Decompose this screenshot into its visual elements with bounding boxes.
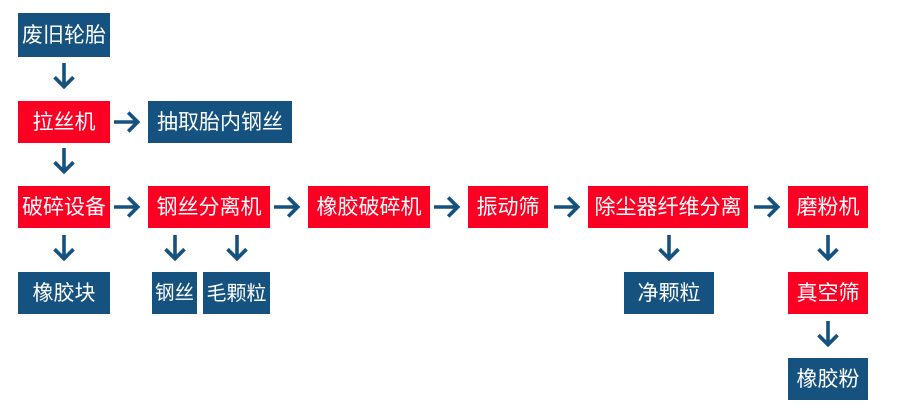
flow-node-hairy-granule[interactable]: 毛颗粒	[203, 272, 270, 314]
flow-node-steel-wire[interactable]: 钢丝	[152, 272, 197, 314]
flow-node-rubber-crusher[interactable]: 橡胶破碎机	[308, 186, 430, 228]
flow-node-waste-tire[interactable]: 废旧轮胎	[18, 13, 110, 57]
arrow-right-icon	[112, 106, 146, 138]
arrow-right-icon	[112, 191, 146, 223]
flow-node-label: 拉丝机	[32, 109, 96, 134]
arrow-right-icon	[552, 191, 586, 223]
flow-node-label: 橡胶粉	[796, 366, 860, 391]
arrow-right-icon	[752, 191, 786, 223]
arrow-down-icon	[46, 147, 82, 179]
flow-node-label: 橡胶块	[32, 280, 96, 305]
arrow-down-icon	[46, 234, 82, 266]
flow-node-label: 振动筛	[476, 194, 540, 219]
flow-node-wire-separator[interactable]: 钢丝分离机	[148, 186, 270, 228]
flow-node-label: 抽取胎内钢丝	[157, 109, 283, 134]
flow-node-rubber-powder[interactable]: 橡胶粉	[788, 358, 868, 400]
arrow-down-icon	[157, 234, 193, 266]
arrow-down-icon	[219, 234, 255, 266]
flow-node-label: 破碎设备	[22, 194, 106, 219]
flow-node-rubber-block[interactable]: 橡胶块	[18, 272, 110, 314]
flow-node-label: 橡胶破碎机	[316, 194, 422, 219]
flow-node-label: 钢丝	[154, 281, 194, 305]
arrow-down-icon	[810, 234, 846, 266]
flow-node-crushing-equipment[interactable]: 破碎设备	[18, 186, 110, 228]
flow-node-label: 钢丝分离机	[156, 194, 262, 219]
arrow-right-icon	[432, 191, 466, 223]
arrow-down-icon	[46, 62, 82, 94]
flow-node-vacuum-screen[interactable]: 真空筛	[788, 272, 868, 314]
flow-node-label: 真空筛	[796, 280, 860, 305]
flow-node-vibrating-screen[interactable]: 振动筛	[468, 186, 548, 228]
arrow-right-icon	[272, 191, 306, 223]
flow-node-grinder[interactable]: 磨粉机	[788, 186, 868, 228]
flow-node-label: 除尘器纤维分离	[594, 194, 742, 219]
flow-node-dust-fiber-sep[interactable]: 除尘器纤维分离	[588, 186, 748, 228]
flow-node-wire-drawing[interactable]: 拉丝机	[18, 101, 110, 143]
flow-node-extract-bead-wire[interactable]: 抽取胎内钢丝	[148, 101, 292, 143]
arrow-down-icon	[810, 320, 846, 352]
arrow-down-icon	[651, 234, 687, 266]
flow-node-label: 废旧轮胎	[22, 22, 106, 47]
flow-node-label: 毛颗粒	[206, 281, 267, 305]
flow-node-label: 净颗粒	[637, 280, 701, 305]
flow-node-clean-granule[interactable]: 净颗粒	[624, 272, 714, 314]
flow-node-label: 磨粉机	[796, 194, 860, 219]
